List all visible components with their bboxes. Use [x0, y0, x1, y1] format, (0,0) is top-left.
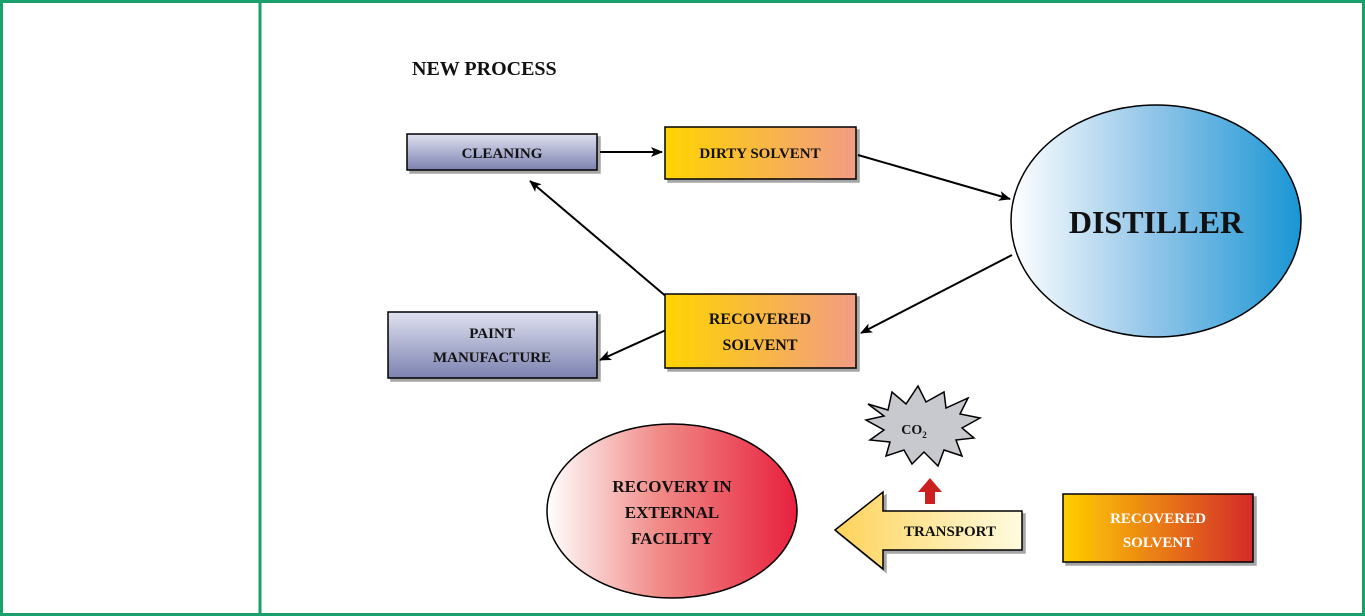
paint-manufacture-line2: MANUFACTURE — [433, 350, 551, 366]
paint-manufacture-box: PAINT MANUFACTURE — [387, 311, 598, 379]
recovery-external-ellipse: RECOVERY IN EXTERNAL FACILITY — [546, 423, 798, 599]
dirty-solvent-label: DIRTY SOLVENT — [699, 146, 820, 162]
connectors — [529, 147, 1013, 361]
recovered-solvent-line2: SOLVENT — [723, 337, 798, 354]
recovery-external-line2: EXTERNAL — [625, 503, 719, 522]
transport-arrow: TRANSPORT — [833, 490, 1023, 571]
arrow-recovered-to-paint — [599, 329, 667, 361]
recovery-external-line3: FACILITY — [631, 529, 713, 548]
distiller-ellipse: DISTILLER — [1010, 104, 1302, 338]
recovered-solvent-box: RECOVERED SOLVENT — [664, 293, 857, 369]
cleaning-label: CLEANING — [462, 146, 543, 162]
recovered-solvent-external-box: RECOVERED SOLVENT — [1062, 493, 1254, 563]
arrow-dirty-to-distiller — [857, 154, 1011, 201]
diagram-title: NEW PROCESS — [412, 58, 557, 80]
arrow-distiller-to-recovered — [860, 254, 1013, 334]
recovered-solvent-external-line2: SOLVENT — [1123, 535, 1193, 551]
distiller-label: DISTILLER — [1069, 204, 1244, 240]
recovered-solvent-line1: RECOVERED — [709, 311, 811, 328]
co2-label: CO2 — [901, 423, 927, 440]
recovered-solvent-external-line1: RECOVERED — [1110, 511, 1206, 527]
paint-manufacture-line1: PAINT — [469, 326, 515, 342]
dirty-solvent-box: DIRTY SOLVENT — [664, 126, 857, 180]
emission-up-arrow-icon — [918, 478, 942, 504]
recovery-external-line1: RECOVERY IN — [612, 477, 732, 496]
arrow-recovered-to-cleaning — [529, 180, 669, 299]
co2-burst-icon: CO2 — [863, 384, 983, 468]
transport-label: TRANSPORT — [904, 524, 996, 540]
cleaning-box: CLEANING — [406, 133, 598, 171]
